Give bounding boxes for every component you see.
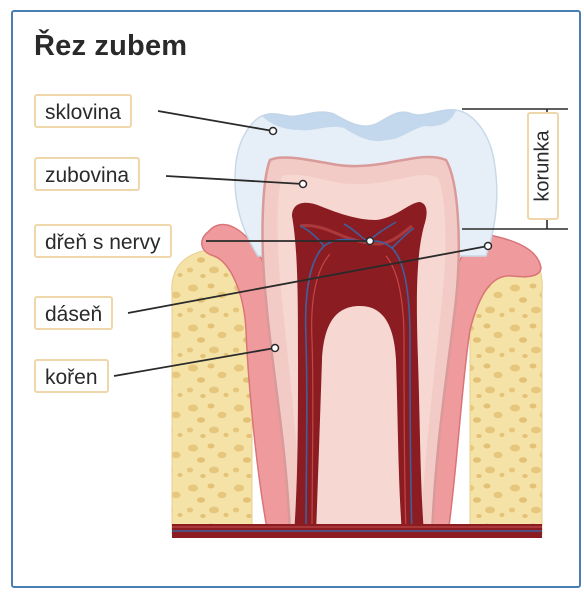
label-root: kořen <box>34 359 109 393</box>
label-pulp: dřeň s nervy <box>34 224 172 258</box>
label-crown: korunka <box>527 112 559 220</box>
label-gum: dáseň <box>34 296 113 330</box>
label-enamel: sklovina <box>34 94 132 128</box>
label-crown-text: korunka <box>532 130 555 201</box>
label-dentin: zubovina <box>34 157 140 191</box>
